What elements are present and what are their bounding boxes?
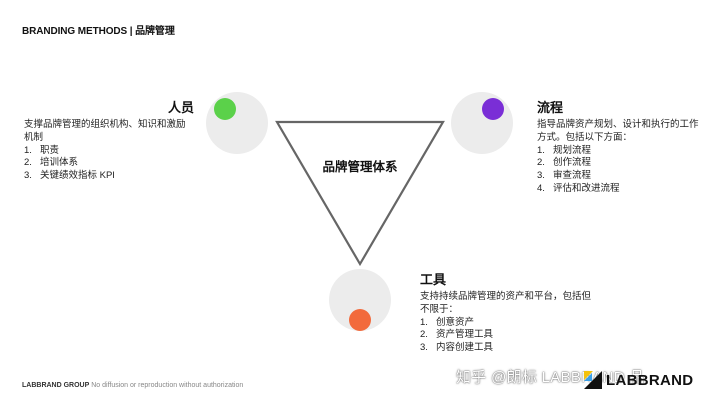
- tools-dot: [349, 309, 371, 331]
- process-block: 流程 指导品牌资产规划、设计和执行的工作方式。包括以下方面： 1.规划流程 2.…: [537, 100, 707, 196]
- logo-text: LABBRAND: [606, 371, 694, 389]
- people-circle: [206, 92, 268, 154]
- list-item: 3.内容创建工具: [420, 342, 494, 354]
- process-circle: [451, 92, 513, 154]
- tools-description: 支持持续品牌管理的资产和平台，包括但不限于：: [420, 291, 592, 315]
- page-title: BRANDING METHODS | 品牌管理: [22, 26, 175, 37]
- process-list: 1.规划流程 2.创作流程 3.审查流程 4.评估和改进流程: [537, 145, 707, 196]
- people-description: 支撑品牌管理的组织机构、知识和激励机制: [24, 119, 186, 143]
- labbrand-logo: LABBRAND: [584, 371, 693, 389]
- footer-note: No diffusion or reproduction without aut…: [91, 382, 244, 389]
- tools-title: 工具: [420, 272, 447, 287]
- process-title: 流程: [537, 100, 564, 115]
- list-item: 2.培训体系: [24, 157, 79, 169]
- people-title: 人员: [167, 100, 194, 115]
- center-label: 品牌管理体系: [322, 160, 398, 174]
- footer: LABBRAND GROUP No diffusion or reproduct…: [22, 382, 243, 389]
- list-item: 1.规划流程: [537, 144, 592, 156]
- list-item: 3.审查流程: [537, 170, 592, 182]
- tools-circle: [329, 269, 391, 331]
- process-dot: [482, 98, 504, 120]
- tools-list: 1.创意资产 2.资产管理工具 3.内容创建工具: [420, 317, 600, 355]
- list-item: 1.创意资产: [420, 316, 475, 328]
- list-item: 2.资产管理工具: [420, 329, 494, 341]
- people-block: 人员 支撑品牌管理的组织机构、知识和激励机制 1.职责 2.培训体系 3.关键绩…: [24, 100, 194, 183]
- footer-brand: LABBRAND GROUP: [22, 382, 90, 389]
- triangle-outline: [275, 120, 445, 267]
- logo-mark-icon: [584, 371, 602, 389]
- list-item: 3.关键绩效指标 KPI: [24, 170, 115, 182]
- list-item: 4.评估和改进流程: [537, 182, 620, 194]
- list-item: 2.创作流程: [537, 157, 592, 169]
- people-list: 1.职责 2.培训体系 3.关键绩效指标 KPI: [24, 145, 194, 183]
- people-dot: [214, 98, 236, 120]
- process-description: 指导品牌资产规划、设计和执行的工作方式。包括以下方面：: [537, 119, 699, 143]
- tools-block: 工具 支持持续品牌管理的资产和平台，包括但不限于： 1.创意资产 2.资产管理工…: [420, 272, 600, 355]
- list-item: 1.职责: [24, 144, 60, 156]
